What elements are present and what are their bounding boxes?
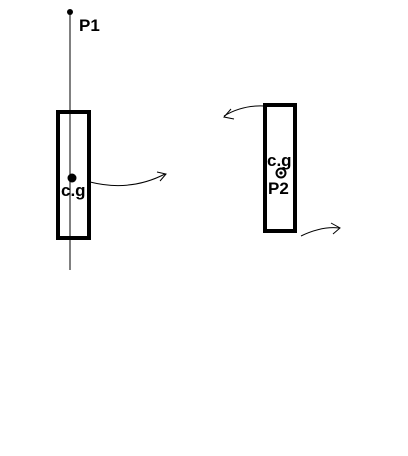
pivot-p1-label: P1 [79,16,100,35]
right-p2-label: P2 [268,179,289,198]
right-cg-dot [275,167,287,179]
left-cg-dot [67,173,77,183]
right-bottom-rotation-arrowhead [330,222,341,235]
right-cg-label: c.g [267,151,292,170]
left-figure: P1 c.g [56,9,167,270]
right-bottom-rotation-arrow [300,227,340,237]
right-top-rotation-arrow [223,105,265,117]
left-rotation-arrowhead [156,171,167,182]
right-p2-center-dot [279,171,283,175]
right-top-rotation-arrowhead [223,108,235,120]
left-rod [56,110,91,240]
left-cg-label: c.g [61,181,86,200]
right-figure: c.g P2 [223,103,341,237]
left-rotation-arrow [89,173,166,187]
right-rod [263,103,297,233]
